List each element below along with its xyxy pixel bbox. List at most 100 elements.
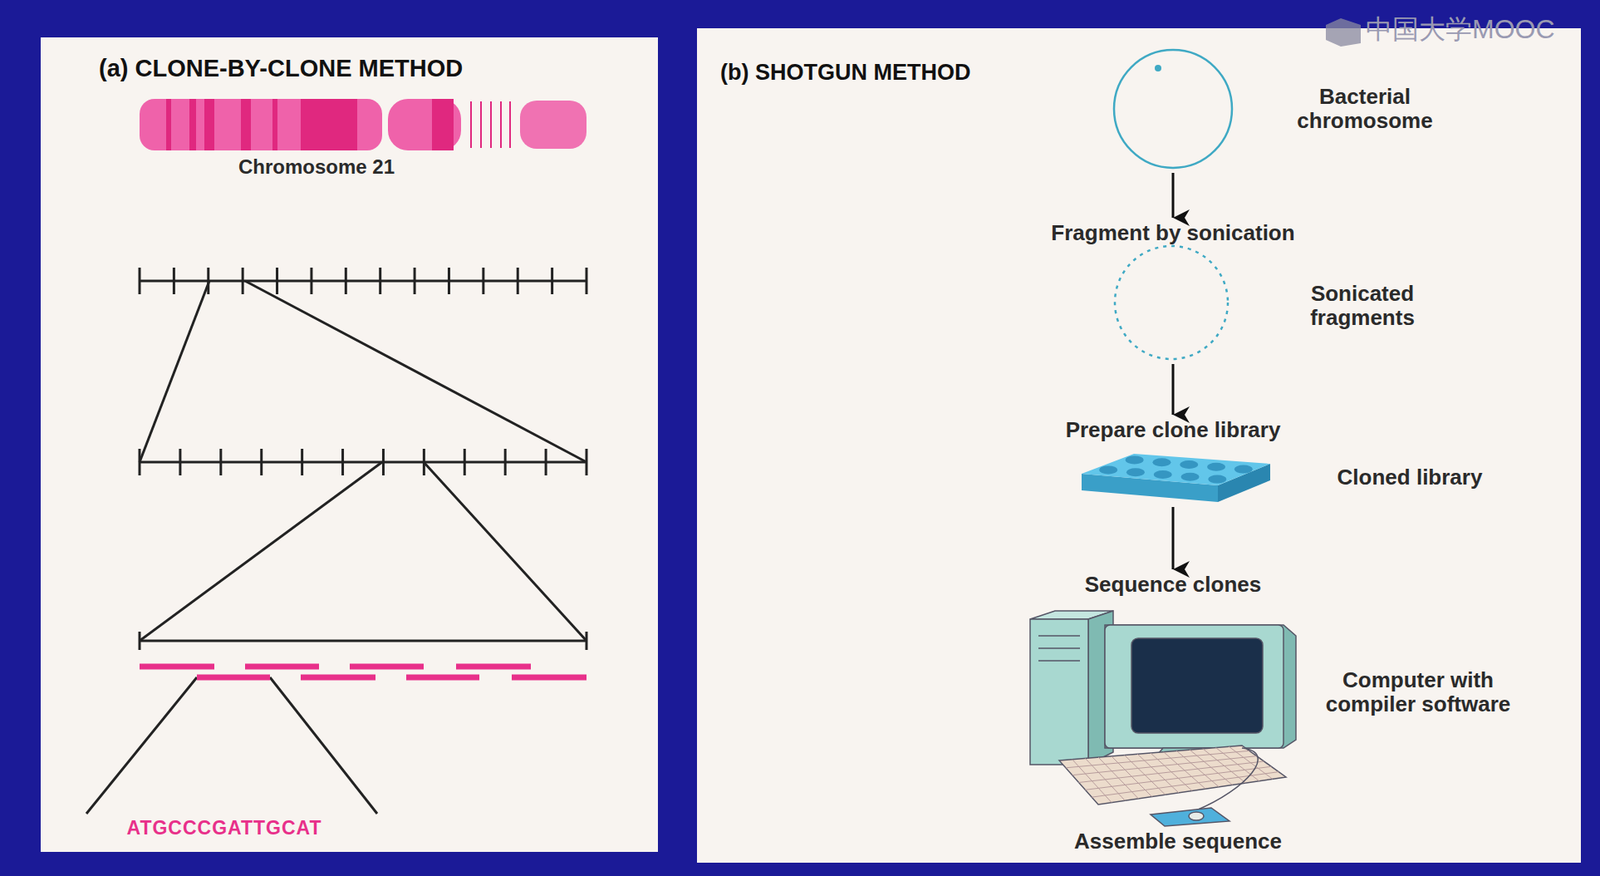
stalk-line bbox=[490, 101, 492, 148]
mouse-pad bbox=[1150, 807, 1230, 826]
step-label: Computer with compiler software bbox=[1305, 667, 1531, 717]
ruler-tick bbox=[172, 267, 176, 295]
watermark: 中国大学MOOC bbox=[1365, 14, 1556, 45]
method-panel: (b) SHOTGUN METHOD Bacterial chromosomeFr… bbox=[696, 28, 1581, 863]
ruler-tick bbox=[275, 267, 279, 295]
sonicated-circle bbox=[1114, 245, 1228, 359]
stalk-line bbox=[500, 101, 502, 148]
ruler-tick bbox=[378, 267, 382, 295]
zoom-line bbox=[86, 677, 197, 814]
zoom-line bbox=[423, 461, 587, 641]
ruler-tick bbox=[516, 267, 520, 295]
ruler-tick bbox=[463, 448, 467, 476]
step-label: Cloned library bbox=[1301, 465, 1518, 490]
tower-front bbox=[1030, 618, 1089, 765]
chromosome-band bbox=[189, 98, 197, 151]
plate-top bbox=[1081, 453, 1271, 486]
chromosome-band bbox=[166, 98, 172, 151]
plate-well bbox=[1207, 462, 1226, 472]
subclone-bar bbox=[511, 674, 587, 681]
ruler-tick bbox=[447, 267, 451, 295]
chromosome-ideogram bbox=[139, 98, 587, 151]
ruler-tick bbox=[219, 448, 222, 476]
ruler-tick bbox=[585, 267, 589, 295]
flow-arrow bbox=[1172, 506, 1175, 570]
chromosome-label: Chromosome 21 bbox=[191, 156, 442, 179]
subclone-bar bbox=[349, 663, 424, 670]
subclone-bar bbox=[300, 674, 376, 681]
chromosome-ideogram-node: Chromosome 21 bbox=[131, 93, 597, 181]
chromosome-arm bbox=[387, 98, 462, 151]
step-label: Assemble sequence bbox=[1045, 829, 1311, 854]
chromosome-band bbox=[300, 98, 358, 151]
ruler-tick bbox=[309, 267, 313, 295]
subclone-bar bbox=[196, 674, 270, 681]
ruler-tick bbox=[413, 267, 417, 295]
drive-slot bbox=[1038, 634, 1080, 637]
ruler-tick bbox=[138, 267, 142, 295]
keyboard bbox=[1059, 745, 1286, 805]
plate-well bbox=[1126, 467, 1145, 477]
chromosome-band bbox=[431, 98, 454, 151]
ruler-tick bbox=[178, 448, 182, 476]
plate-well bbox=[1153, 470, 1173, 479]
subclone-bar bbox=[245, 663, 320, 670]
ruler-line bbox=[139, 279, 587, 283]
panel-title: (b) SHOTGUN METHOD bbox=[720, 59, 971, 85]
step-heading: Prepare clone library bbox=[998, 417, 1348, 442]
ruler-ticks bbox=[139, 267, 587, 476]
ruler-line bbox=[139, 639, 587, 643]
step-label: Sonicated fragments bbox=[1283, 281, 1442, 330]
subclone-bar bbox=[406, 674, 480, 681]
computer-illustration bbox=[1030, 610, 1296, 826]
flow-arrow bbox=[1172, 363, 1175, 415]
flow-arrow bbox=[1172, 172, 1175, 218]
zoom-line bbox=[139, 461, 383, 641]
subclone-bar bbox=[139, 663, 215, 670]
subclone-bar bbox=[456, 663, 531, 670]
computer-node: Sequence clonesComputer with compiler so… bbox=[996, 570, 1532, 855]
ruler-tick bbox=[300, 448, 304, 476]
ruler-tick bbox=[260, 448, 263, 476]
map-lines bbox=[86, 267, 587, 814]
ruler-tick bbox=[550, 267, 554, 295]
ruler-tick bbox=[481, 267, 485, 295]
step-heading: Sequence clones bbox=[998, 572, 1348, 597]
plate-well bbox=[1179, 460, 1198, 469]
satellite-stalk bbox=[471, 101, 511, 148]
chromosome-band bbox=[272, 98, 278, 151]
drive-slot bbox=[1038, 647, 1080, 649]
chromosome-arm bbox=[139, 98, 383, 151]
shotgun-illustration bbox=[696, 28, 1581, 863]
step-label: Bacterial chromosome bbox=[1281, 84, 1448, 133]
stalk-line bbox=[480, 101, 482, 148]
plate-well bbox=[1099, 465, 1118, 474]
connector-layer bbox=[696, 28, 1581, 863]
zoom-line bbox=[139, 280, 210, 462]
subclone-bars bbox=[139, 666, 587, 678]
stalk-line bbox=[509, 101, 511, 148]
panel-title: (a) CLONE-BY-CLONE METHOD bbox=[98, 54, 463, 82]
chromosome-band bbox=[240, 98, 251, 151]
plate-well bbox=[1125, 455, 1144, 464]
ruler-tick bbox=[341, 448, 344, 476]
monitor-body bbox=[1104, 624, 1284, 748]
step-heading: Fragment by sonication bbox=[998, 220, 1348, 246]
plate-well bbox=[1234, 465, 1253, 474]
ruler-tick bbox=[504, 448, 507, 476]
method-panel: (a) CLONE-BY-CLONE METHOD Chromosome 21 bbox=[40, 37, 658, 852]
ruler-tick bbox=[344, 267, 348, 295]
zoom-line bbox=[245, 280, 587, 462]
ruler-tick bbox=[544, 448, 548, 476]
plate-well bbox=[1207, 475, 1227, 484]
monitor-back bbox=[1104, 624, 1296, 748]
sequence-text: ATGCCCGATTGCAT bbox=[91, 817, 358, 840]
ruler-line bbox=[139, 461, 587, 464]
ruler-tick bbox=[382, 448, 385, 476]
plate-well bbox=[1152, 457, 1171, 467]
fragments-circle-node: Fragment by sonicationSonicated fragment… bbox=[996, 219, 1443, 363]
stalk-line bbox=[470, 101, 472, 148]
chromosome-band bbox=[204, 98, 215, 151]
zoom-line bbox=[269, 677, 378, 814]
monitor-screen bbox=[1131, 638, 1263, 733]
